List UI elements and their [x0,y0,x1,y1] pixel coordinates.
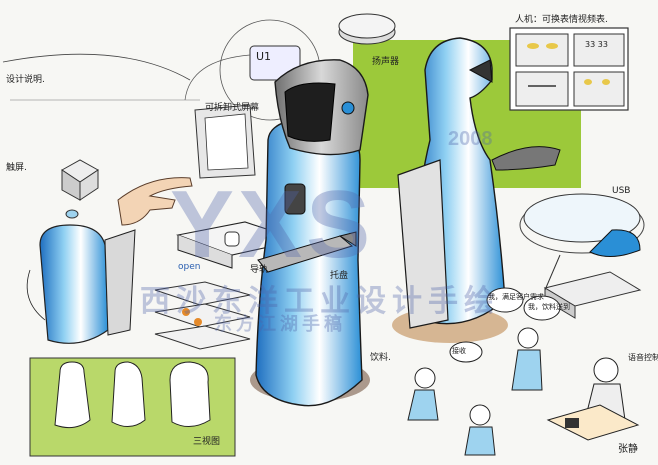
label-open: open [178,262,201,272]
label-design: 设计说明. [6,75,45,85]
label-speaker: 扬声器 [372,57,400,67]
label-ui: U1 [256,50,272,63]
robot-face-screen [284,82,336,142]
label-receive: 接收 [452,347,466,355]
watermark-big: YXS [170,171,375,278]
bubble-1: 我，满足客户需求 [488,293,544,301]
label-usb: USB [612,186,631,196]
watermark-line-1: 西沙东洋工业设计手绘 [140,285,500,318]
label-track: 导轨 [250,265,269,275]
label-tray: 托盘 [330,271,349,281]
bubble-2: 我，饮料送到 [528,303,570,311]
label-face-title: 人机：可换表情视频表. [515,15,608,25]
robot-side-sketch [39,224,109,344]
watermark-line-2: 东方江湖手稿 [214,314,346,334]
label-removable-screen: 可拆卸式屏幕 [205,103,260,113]
label-face-333: 33 33 [585,40,608,49]
label-drinks: 饮料. [370,353,391,363]
label-three-views: 三视图 [193,437,221,447]
robot-arm [257,235,354,273]
watermark-year: 2008 [448,128,493,150]
signature: 张静 [618,444,638,455]
desk-sketch [546,404,640,441]
hand-sketch [117,177,193,226]
label-voice-control: 语音控制 [628,353,658,362]
robot-chest-panel [284,183,306,215]
label-touch-screen: 触屏. [6,163,27,173]
usb-port-sketch [589,229,641,257]
